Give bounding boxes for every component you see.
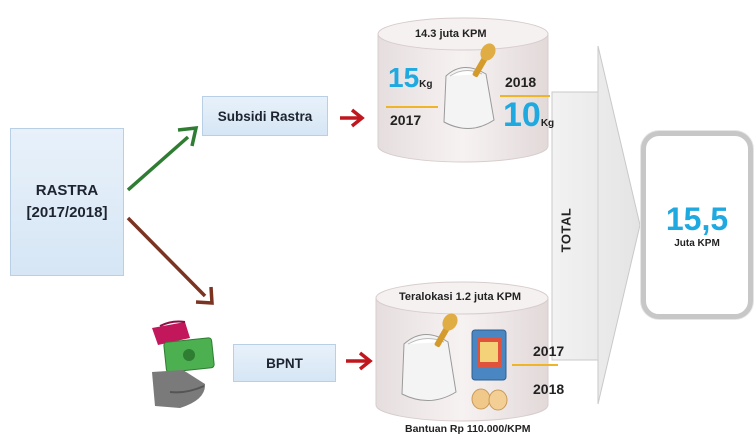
- result-unit: Juta KPM: [674, 237, 720, 249]
- subsidi-rastra-box: Subsidi Rastra: [202, 96, 328, 136]
- total-arrow: [551, 45, 641, 405]
- arrow-to-subsidi: [126, 125, 199, 192]
- amount-2018-value: 10: [503, 96, 541, 134]
- year-2017-bottom: 2017: [533, 343, 565, 359]
- bpnt-label: BPNT: [266, 355, 303, 371]
- result-box: 15,5 Juta KPM: [641, 131, 753, 319]
- result-value: 15,5: [665, 200, 729, 237]
- bottom-cylinder-caption: Teralokasi 1.2 juta KPM: [399, 291, 522, 303]
- rastra-years: [2017/2018]: [26, 204, 108, 221]
- divider-bottom: [512, 364, 558, 366]
- top-cylinder-caption: 14.3 juta KPM: [415, 28, 487, 40]
- year-2017-top: 2017: [390, 112, 422, 128]
- amount-2017-value: 15: [388, 62, 420, 93]
- rice-sack-icon-bottom: [401, 313, 458, 401]
- packaged-food-icon: [471, 329, 507, 381]
- total-label: TOTAL: [558, 207, 574, 253]
- rastra-title: RASTRA: [35, 182, 99, 199]
- divider-2017: [386, 106, 438, 108]
- assistance-caption: Bantuan Rp 110.000/KPM: [405, 423, 531, 435]
- year-2018-top: 2018: [505, 74, 537, 90]
- subsidi-rastra-label: Subsidi Rastra: [217, 108, 313, 124]
- arrow-to-bpnt: [126, 216, 214, 305]
- amount-2018: 10Kg: [503, 96, 554, 135]
- arrow-subsidi-to-cylinder: [340, 108, 365, 128]
- amount-2018-unit: Kg: [540, 118, 555, 129]
- year-2018-bottom: 2018: [533, 381, 565, 397]
- rice-sack-icon: [443, 43, 496, 129]
- egg-icon: [471, 388, 508, 411]
- bpnt-box: BPNT: [233, 344, 336, 382]
- arrow-bpnt-to-cylinder: [346, 351, 373, 371]
- money-hand-icon: [152, 320, 215, 408]
- rastra-box: RASTRA [2017/2018]: [10, 128, 124, 276]
- amount-2017-unit: Kg: [419, 79, 433, 90]
- divider-2018: [500, 95, 550, 97]
- amount-2017: 15Kg: [388, 62, 433, 94]
